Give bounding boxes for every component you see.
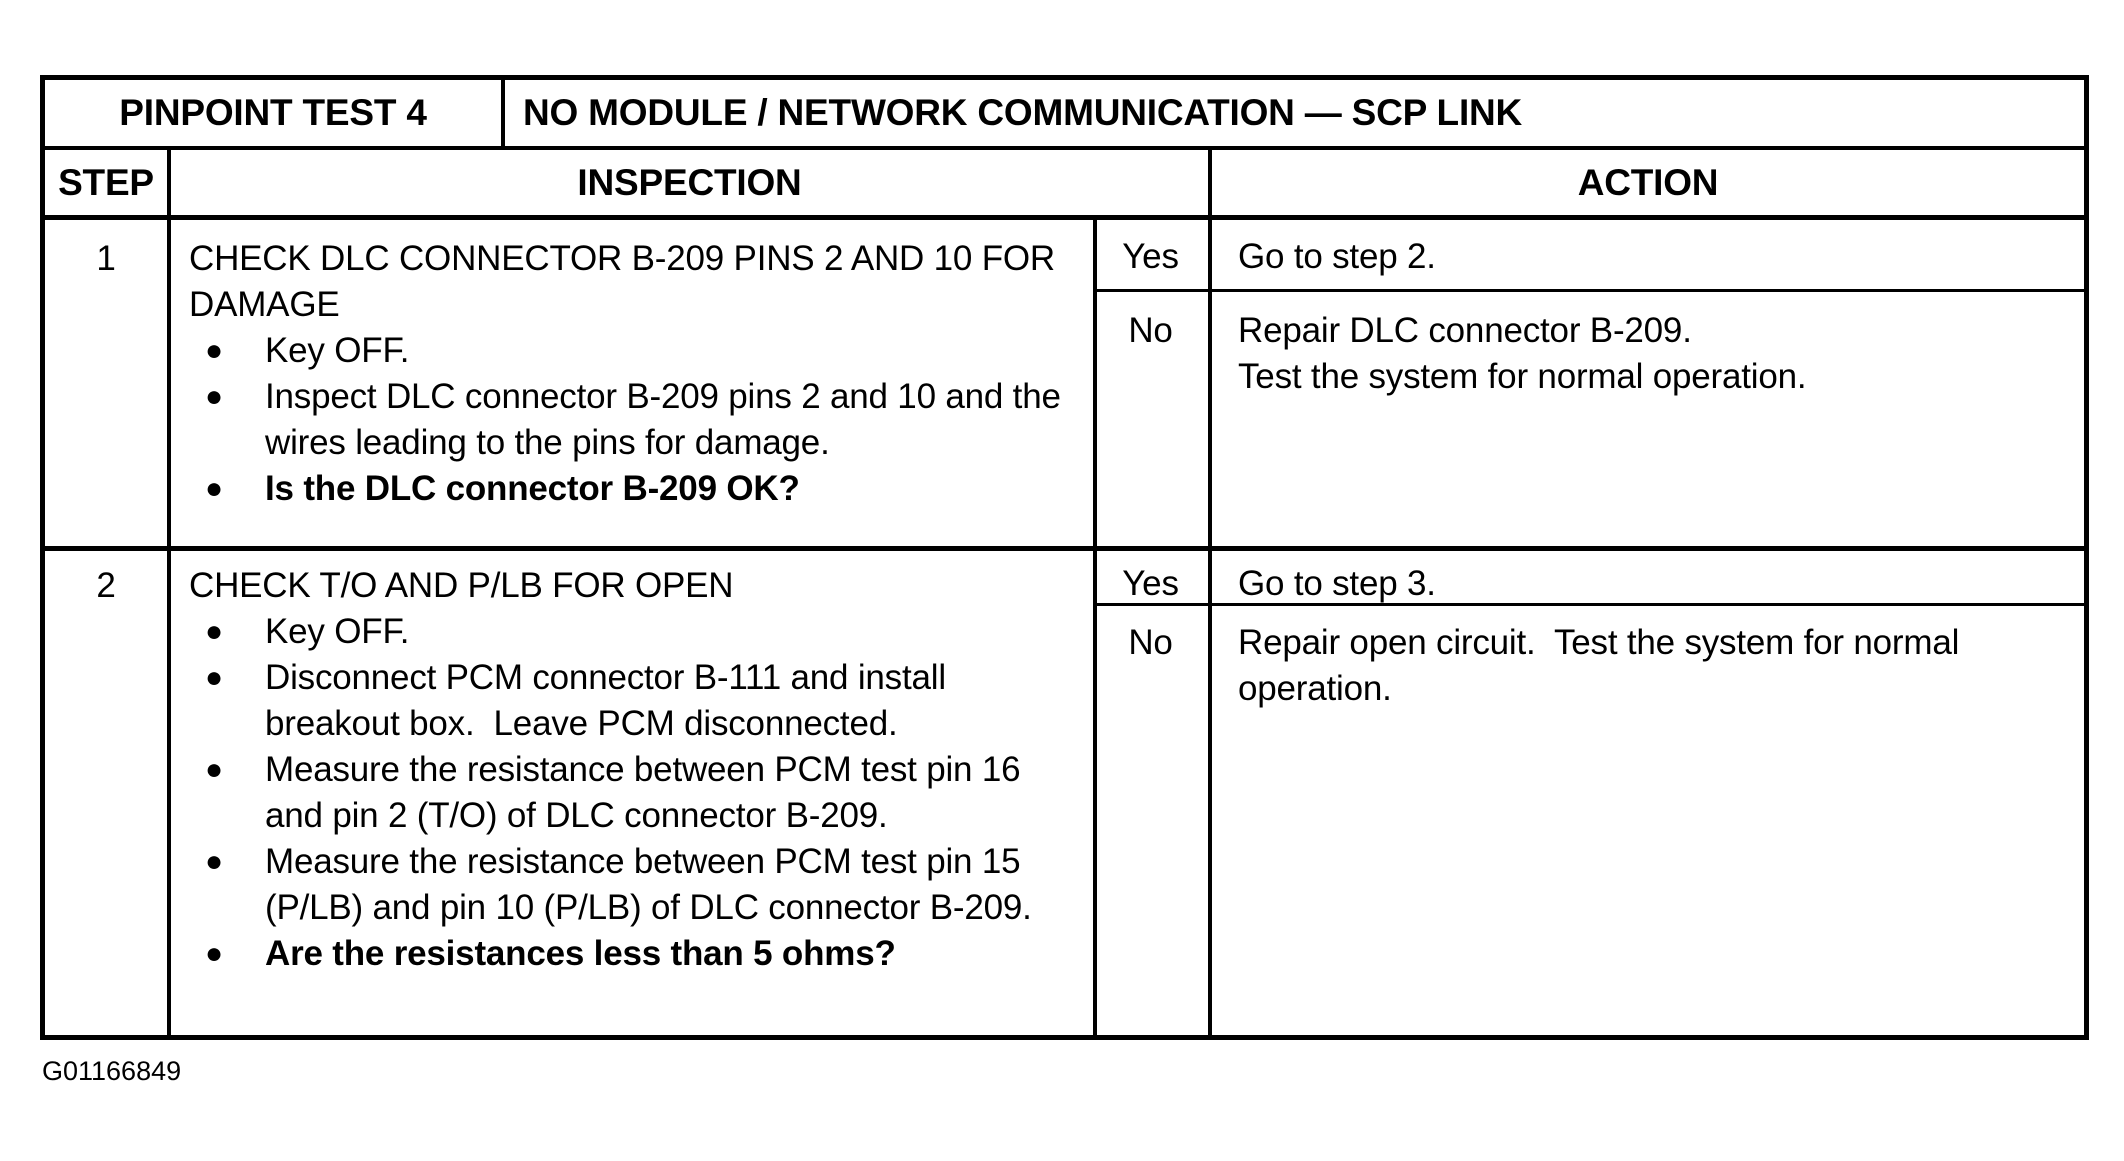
bullet-icon: ● [205, 661, 223, 694]
pinpoint-test-table: PINPOINT TEST 4 NO MODULE / NETWORK COMM… [40, 75, 2089, 1040]
bullet-icon: ● [205, 380, 223, 413]
step-column-divider [167, 146, 171, 1035]
step2-no-label: No [1128, 623, 1173, 662]
step1-bullet-2: ● Inspect DLC connector B-209 pins 2 and… [189, 374, 1080, 466]
title-row-vertical-divider [501, 80, 505, 146]
step1-bullet-1: ● Key OFF. [189, 328, 1080, 374]
column-header-step: STEP [58, 161, 154, 203]
bullet-icon: ● [205, 845, 223, 878]
action-column-divider [1208, 146, 1212, 1035]
step2-yes-label: Yes [1122, 564, 1179, 603]
divider-under-column-headers [45, 215, 2084, 220]
action-line: Test the system for normal operation. [1238, 357, 1807, 396]
bullet-icon: ● [205, 472, 223, 505]
test-title: NO MODULE / NETWORK COMMUNICATION — SCP … [523, 92, 1523, 133]
test-number-label: PINPOINT TEST 4 [119, 92, 427, 133]
step1-bullet-question: ● Is the DLC connector B-209 OK? [189, 466, 1080, 512]
bullet-icon: ● [205, 753, 223, 786]
step2-yes-no-divider [1093, 603, 2084, 606]
step2-yes-action-cell: Go to step 3. [1212, 551, 2084, 603]
bullet-icon: ● [205, 334, 223, 367]
step2-no-action-cell: Repair open circuit. Test the system for… [1212, 606, 2084, 1035]
step1-no-label: No [1128, 311, 1173, 350]
step1-inspection-title: CHECK DLC CONNECTOR B-209 PINS 2 AND 10 … [189, 239, 1055, 324]
step2-bullet-4: ● Measure the resistance between PCM tes… [189, 839, 1080, 931]
step2-bullet-question: ● Are the resistances less than 5 ohms? [189, 931, 1080, 977]
step2-bullet-1: ● Key OFF. [189, 609, 1080, 655]
step1-yes-action-cell: Go to step 2. [1212, 220, 2084, 289]
bullet-icon: ● [205, 937, 223, 970]
step1-yes-label: Yes [1122, 237, 1179, 276]
step1-yes-no-divider [1093, 289, 2084, 292]
action-line: Repair DLC connector B-209. [1238, 311, 1692, 350]
step2-inspection-cell: CHECK T/O AND P/LB FOR OPEN ● Key OFF. ●… [171, 551, 1093, 1035]
bullet-icon: ● [205, 615, 223, 648]
step2-bullet-3: ● Measure the resistance between PCM tes… [189, 747, 1080, 839]
step2-inspection-title: CHECK T/O AND P/LB FOR OPEN [189, 566, 734, 605]
step1-inspection-cell: CHECK DLC CONNECTOR B-209 PINS 2 AND 10 … [171, 220, 1093, 541]
step2-number: 2 [96, 566, 116, 605]
figure-id-label: G01166849 [42, 1056, 182, 1086]
column-header-action: ACTION [1577, 161, 1719, 203]
step1-no-action-cell: Repair DLC connector B-209. Test the sys… [1212, 292, 2084, 546]
step2-bullet-2: ● Disconnect PCM connector B-111 and ins… [189, 655, 1080, 747]
divider-under-title-row [45, 146, 2084, 150]
action-line: Go to step 2. [1238, 237, 1436, 276]
column-header-inspection: INSPECTION [577, 161, 802, 203]
yes-no-column-divider [1093, 220, 1097, 1035]
divider-between-steps [45, 546, 2084, 551]
step1-number: 1 [96, 239, 116, 278]
action-line: Repair open circuit. Test the system for… [1238, 623, 1969, 708]
action-line: Go to step 3. [1238, 564, 1436, 603]
